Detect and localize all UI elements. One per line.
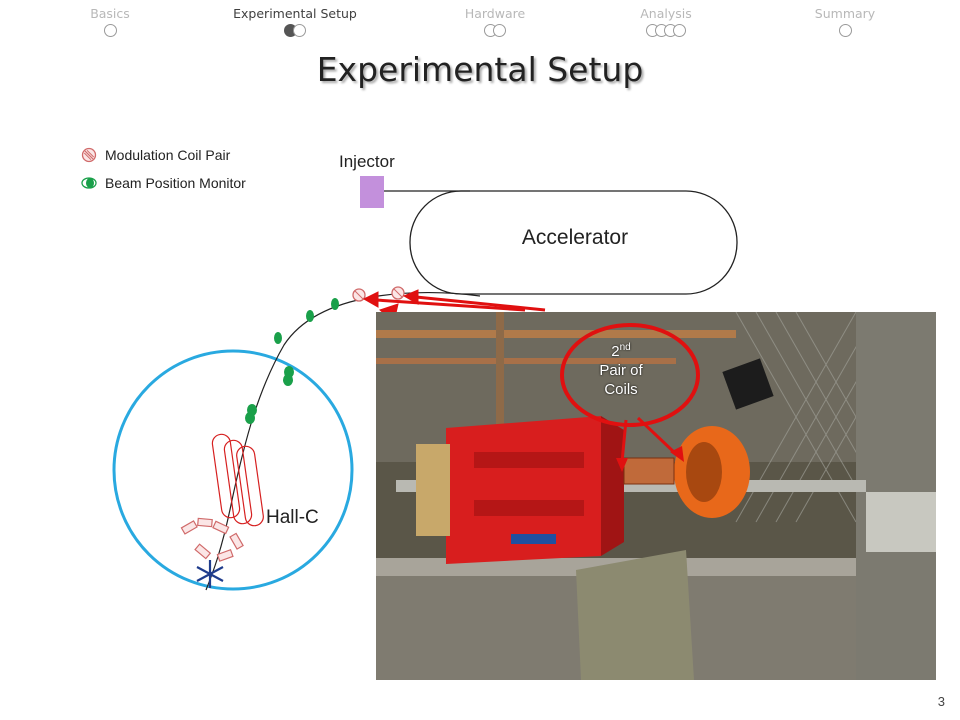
slide-title: Experimental Setup: [316, 50, 644, 89]
injector-label: Injector: [339, 152, 395, 171]
spectrometer-magnets: [211, 433, 264, 527]
nav-item-basics[interactable]: Basics: [82, 6, 138, 37]
callout-sup: nd: [619, 342, 631, 353]
nav-label: Analysis: [640, 6, 692, 21]
callout-line3: Coils: [604, 381, 638, 398]
injector-block: [360, 176, 384, 208]
hall-c-label: Hall-C: [266, 507, 319, 528]
nav-progress-dot[interactable]: [103, 24, 117, 37]
nav-progress-dots: [808, 24, 882, 37]
nav-progress-dot[interactable]: [493, 24, 506, 37]
nav-label: Experimental Setup: [233, 6, 357, 21]
legend-item-bpm: Beam Position Monitor: [80, 169, 246, 197]
accelerator-racetrack: [409, 190, 738, 295]
nav-item-analysis[interactable]: Analysis: [630, 6, 702, 37]
modulation-coil-icon: [81, 147, 97, 163]
orange-coil: [623, 426, 750, 518]
beam-position-monitors: [245, 298, 339, 424]
nav-progress-dots: [458, 24, 532, 37]
callout-ordinal: 2: [611, 343, 620, 360]
second-coil-callout-circle: [560, 323, 700, 427]
legend-label-bpm: Beam Position Monitor: [105, 175, 246, 191]
nav-item-summary[interactable]: Summary: [808, 6, 882, 37]
beam-position-monitor-icon: [81, 177, 97, 189]
second-pair-of-coils-label: 2nd Pair of Coils: [591, 338, 651, 399]
legend: Modulation Coil Pair Beam Position Monit…: [80, 141, 246, 197]
nav-progress-dot[interactable]: [838, 24, 852, 37]
nav-progress-dots: [224, 24, 366, 37]
hardware-photo: [376, 312, 936, 680]
target-star-icon: [196, 560, 224, 588]
hall-c-ring: [112, 349, 354, 591]
nav-label: Summary: [814, 6, 876, 21]
nav-label: Basics: [90, 6, 130, 21]
callout-line2: Pair of: [599, 362, 643, 379]
nav-label: Hardware: [464, 6, 526, 21]
nav-progress-dot[interactable]: [293, 24, 306, 37]
page-number: 3: [937, 694, 945, 709]
nav-progress-dot[interactable]: [673, 24, 686, 37]
modulation-coil-pair: [352, 286, 405, 302]
nav-item-hardware[interactable]: Hardware: [458, 6, 532, 37]
section-navigation: Basics Experimental Setup Hardware Analy…: [0, 0, 960, 48]
detector-segments: [180, 517, 244, 562]
nav-progress-dots: [630, 24, 702, 37]
nav-progress-dots: [82, 24, 138, 37]
nav-item-experimental-setup[interactable]: Experimental Setup: [224, 6, 366, 37]
accelerator-label: Accelerator: [521, 226, 629, 249]
hardware-photo-illustration: [376, 312, 936, 680]
legend-item-coil: Modulation Coil Pair: [80, 141, 246, 169]
red-magnet: [416, 416, 624, 564]
legend-label-coil: Modulation Coil Pair: [105, 147, 231, 163]
